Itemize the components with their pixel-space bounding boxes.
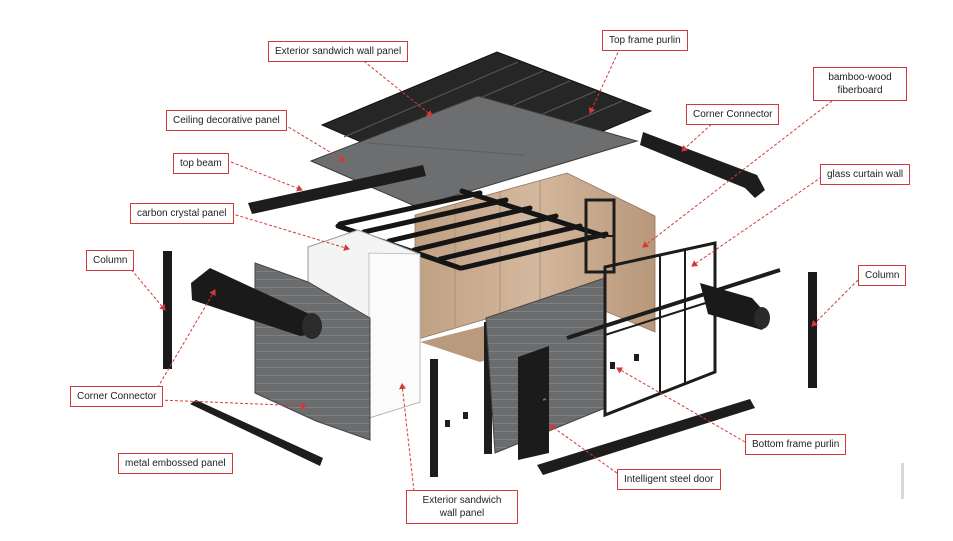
bottom-beam-left [190,400,323,466]
label-carbon-crystal-panel: carbon crystal panel [130,203,234,224]
label-corner-connector-left: Corner Connector [70,386,164,407]
corner-connector-top-right [640,132,765,198]
label-top-beam: top beam [173,153,229,174]
scroll-indicator[interactable] [901,463,904,499]
corner-connector-left [191,268,322,339]
label-ceiling-decorative-panel: Ceiling decorative panel [166,110,287,131]
right-column [808,272,817,388]
label-glass-curtain-wall: glass curtain wall [820,164,911,185]
label-exterior-sandwich-wall-panel-bottom: Exterior sandwich wall panel [406,490,518,524]
label-column-left: Column [86,250,135,271]
label-top-frame-purlin: Top frame purlin [602,30,688,51]
label-corner-connector-top: Corner Connector [686,104,780,125]
top-beam-left [248,165,426,214]
leader-lines [124,47,859,492]
front-grey-wall [485,277,606,460]
label-intelligent-steel-door: Intelligent steel door [617,469,721,490]
bottom-frame-purlin [537,399,755,475]
label-bamboo-wood-fiberboard: bamboo-wood fiberboard [813,67,907,101]
corner-connector-right [700,283,770,330]
front-posts [430,322,492,477]
floor-supports [445,354,639,427]
label-column-right: Column [858,265,907,286]
back-window-frame [584,198,616,274]
glass-curtain-wall-frame [566,241,781,418]
label-exterior-sandwich-wall-panel-top: Exterior sandwich wall panel [268,41,409,62]
label-bottom-frame-purlin: Bottom frame purlin [745,434,847,455]
left-column [163,251,172,369]
label-metal-embossed-panel: metal embossed panel [118,453,233,474]
